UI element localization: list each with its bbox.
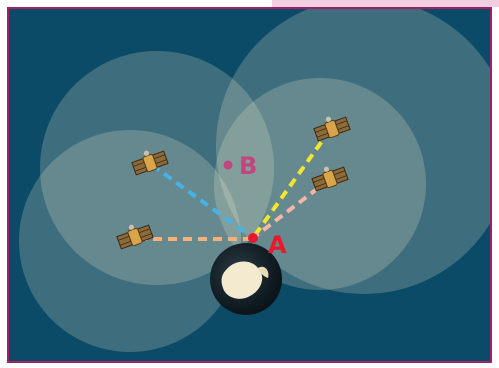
- coverage-circle: [216, 9, 490, 294]
- point-a-marker: [248, 233, 258, 243]
- point-a-label: A: [268, 231, 287, 259]
- link-line: [150, 163, 255, 240]
- link-line: [251, 128, 332, 240]
- earth-globe-icon: [210, 243, 282, 315]
- point-b-label: B: [239, 152, 257, 180]
- header-tab-accent: [272, 0, 499, 7]
- point-b-marker: [223, 160, 233, 170]
